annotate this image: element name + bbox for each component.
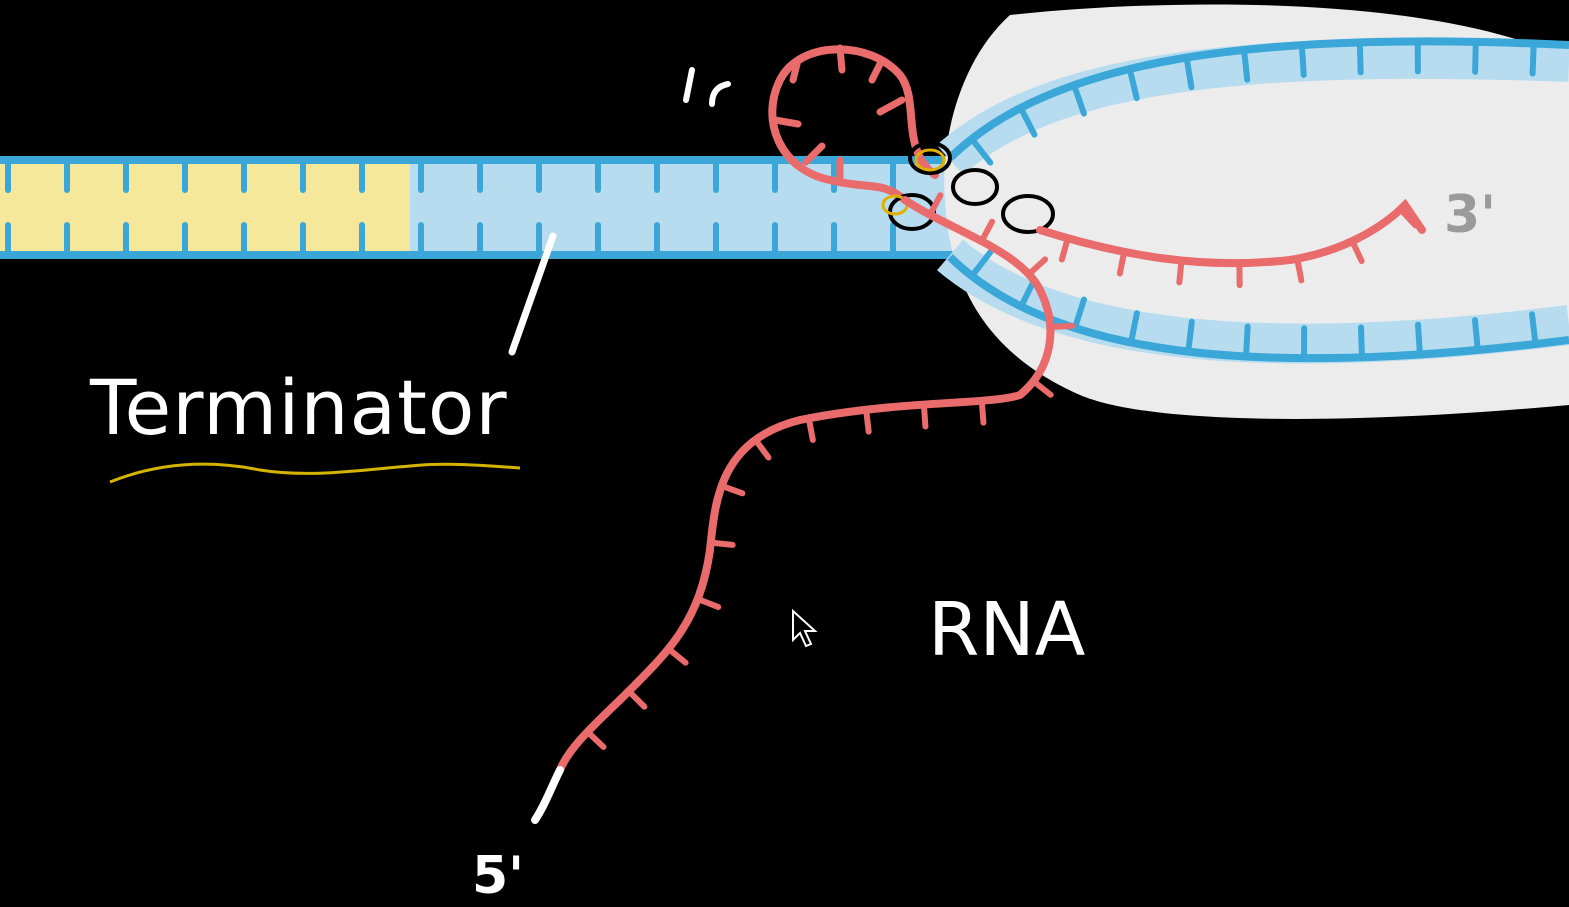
base-tick — [1071, 82, 1087, 117]
base-tick — [1025, 256, 1049, 278]
rna-label: RNA — [928, 587, 1086, 673]
five-prime-label: 5' — [472, 846, 524, 906]
rna-strand-exiting — [556, 196, 1055, 774]
three-prime-label: 3' — [1444, 185, 1496, 245]
base-tick — [1472, 38, 1479, 75]
base-tick — [1529, 311, 1539, 348]
base-tick — [978, 397, 987, 426]
rna-strand-in-polymerase — [1036, 198, 1426, 268]
rna-hairpin — [768, 44, 1055, 234]
base-tick — [1176, 257, 1185, 286]
base-tick — [584, 728, 607, 750]
base-tick — [968, 249, 994, 280]
base-tick — [1017, 104, 1038, 138]
terminator-label: Terminator — [89, 363, 508, 452]
dna-base-ticks — [5, 157, 896, 258]
rna-base-ticks — [584, 192, 1076, 750]
base-tick — [920, 401, 929, 430]
terminator-underline — [109, 462, 521, 484]
base-tick — [1126, 65, 1140, 102]
base-tick — [863, 406, 872, 435]
base-tick — [1185, 318, 1195, 355]
base-tick — [1183, 54, 1195, 91]
base-tick — [1127, 310, 1140, 346]
hairpin-loop — [768, 45, 939, 204]
base-tick — [1358, 324, 1366, 361]
base-tick — [625, 688, 648, 710]
transcription-bubble — [936, 37, 1569, 364]
base-tick — [1116, 248, 1128, 277]
terminator-pointer — [508, 232, 557, 356]
base-tick — [1397, 206, 1419, 229]
rna-5prime-tail — [531, 766, 564, 824]
base-tick — [1294, 255, 1305, 284]
base-tick — [1030, 378, 1054, 398]
emphasis-marks — [683, 67, 731, 107]
base-tick — [1349, 238, 1365, 265]
base-tick — [694, 596, 722, 610]
base-tick — [718, 482, 746, 497]
base-tick — [805, 415, 816, 443]
base-tick — [1471, 317, 1481, 353]
base-tick — [1047, 322, 1076, 331]
base-tick — [968, 135, 994, 166]
base-tick — [926, 192, 944, 218]
bubble-bottom-strand — [947, 254, 1569, 363]
base-tick — [665, 645, 689, 666]
base-tick — [1298, 41, 1307, 78]
base-tick — [1241, 46, 1251, 83]
base-tick — [1529, 40, 1537, 77]
base-tick — [1058, 235, 1071, 263]
base-tick — [1356, 39, 1364, 76]
bubble-base-ticks — [968, 38, 1539, 362]
base-tick — [707, 539, 736, 548]
base-tick — [752, 436, 772, 461]
base-tick — [1071, 296, 1087, 332]
base-tick — [1415, 321, 1423, 358]
bubble-top-fill — [936, 38, 1569, 176]
terminator-region — [0, 160, 410, 255]
bubble-top-strand — [947, 37, 1569, 161]
base-tick — [978, 218, 996, 245]
base-tick — [1243, 323, 1251, 360]
rna-inner-ticks — [1058, 206, 1419, 289]
hairpin-ticks — [771, 44, 906, 186]
mouse-cursor-icon — [792, 608, 818, 648]
dna-duplex — [0, 156, 965, 259]
bubble-bottom-fill — [937, 239, 1569, 364]
